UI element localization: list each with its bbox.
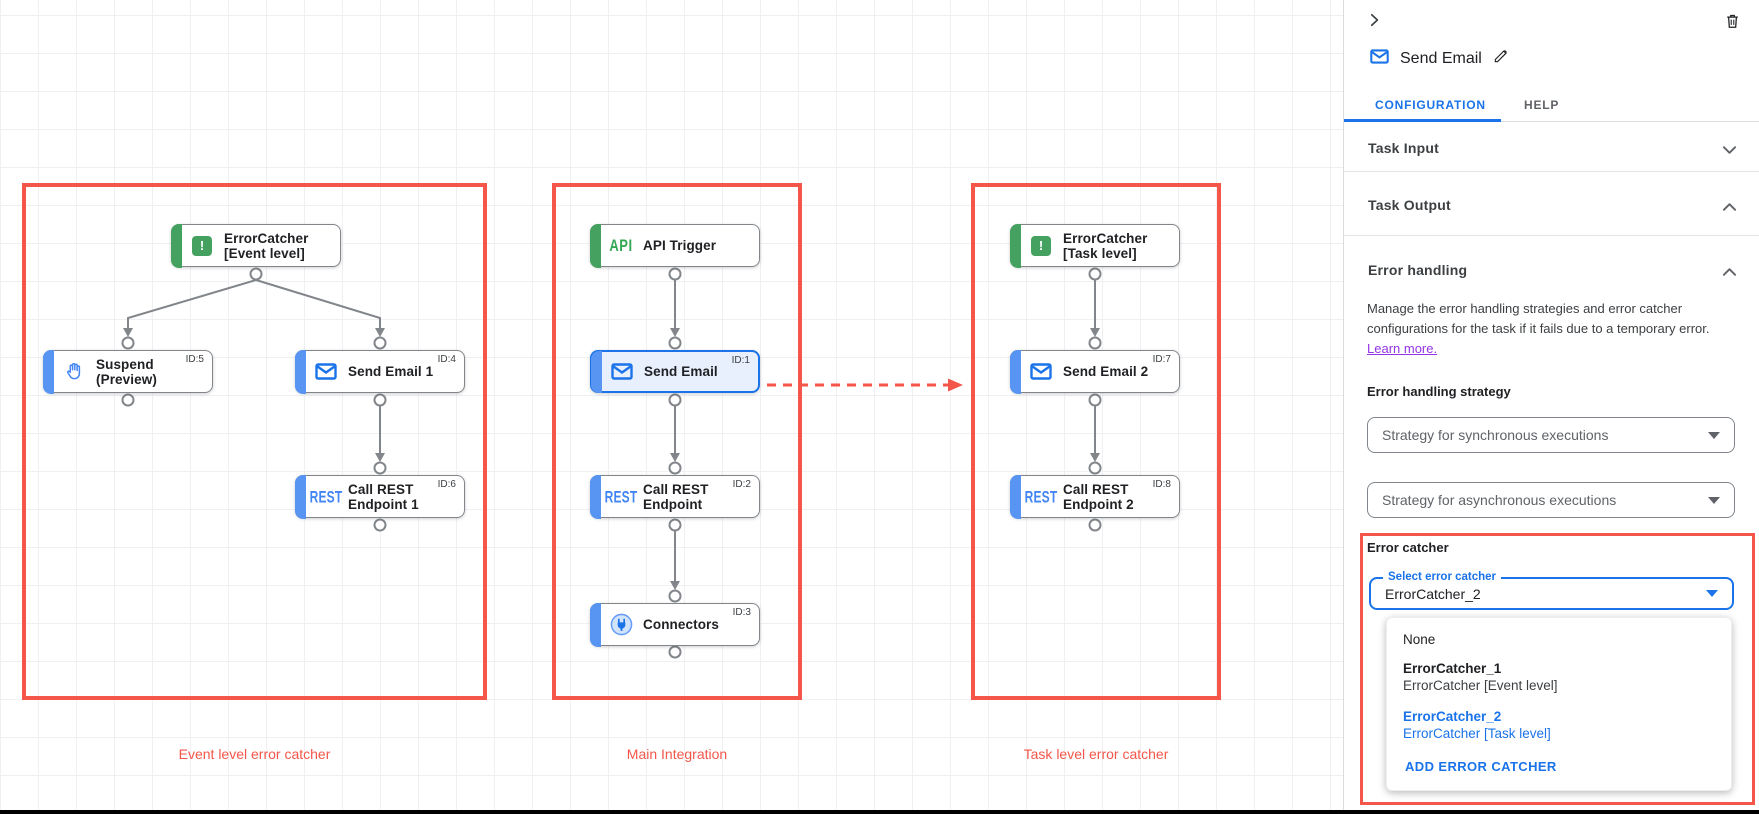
chevron-up-icon[interactable] [1722, 264, 1737, 282]
node-connectors[interactable]: Connectors ID:3 [589, 602, 760, 647]
async-strategy-value: Strategy for asynchronous executions [1382, 492, 1617, 508]
node-title: Suspend (Preview) [96, 356, 157, 387]
group-box-task-level [971, 183, 1221, 700]
dropdown-caret-icon [1708, 431, 1720, 439]
node-title: ErrorCatcher [Event level] [224, 230, 309, 261]
error-handling-description: Manage the error handling strategies and… [1367, 301, 1710, 356]
node-call-rest-endpoint-2[interactable]: REST Call REST Endpoint 2 ID:8 [1009, 474, 1180, 519]
email-icon [1370, 48, 1389, 69]
panel-tabs: CONFIGURATION HELP [1344, 88, 1759, 122]
select-error-catcher-floating-label: Select error catcher [1383, 571, 1502, 583]
section-task-input[interactable]: Task Input [1344, 122, 1759, 172]
select-error-catcher-value: ErrorCatcher_2 [1385, 585, 1481, 602]
sync-strategy-dropdown[interactable]: Strategy for synchronous executions [1367, 417, 1735, 453]
node-accent-bar [589, 474, 601, 519]
edit-pencil-icon[interactable] [1493, 48, 1509, 69]
connectors-icon [604, 613, 638, 636]
node-title: Call REST Endpoint 2 [1063, 481, 1134, 512]
sync-strategy-value: Strategy for synchronous executions [1382, 427, 1609, 443]
email-icon [309, 363, 343, 380]
add-error-catcher-button[interactable]: ADD ERROR CATCHER [1405, 759, 1557, 774]
bottom-border-bar [0, 810, 1759, 814]
task-config-panel: Send Email CONFIGURATION HELP Task Input… [1343, 0, 1759, 814]
rest-icon: REST [604, 487, 638, 506]
node-accent-bar [590, 350, 602, 393]
error-catcher-icon: ! [185, 235, 219, 256]
error-catcher-label: Error catcher [1367, 540, 1449, 555]
node-accent-bar [294, 474, 306, 519]
node-id: ID:3 [732, 607, 751, 618]
tab-configuration[interactable]: CONFIGURATION [1375, 98, 1486, 112]
async-strategy-dropdown[interactable]: Strategy for asynchronous executions [1367, 482, 1735, 518]
group-label-main-integration: Main Integration [626, 746, 728, 762]
node-accent-bar [1009, 474, 1021, 519]
node-call-rest-endpoint-1[interactable]: REST Call REST Endpoint 1 ID:6 [294, 474, 465, 519]
node-send-email-1[interactable]: Send Email 1 ID:4 [294, 349, 465, 394]
node-error-catcher-event[interactable]: ! ErrorCatcher [Event level] [170, 223, 341, 268]
node-title: Send Email 1 [348, 364, 434, 379]
group-label-event-level: Event level error catcher [178, 746, 331, 762]
node-title: API Trigger [643, 238, 717, 253]
chevron-down-icon[interactable] [1722, 142, 1737, 160]
rest-icon: REST [1024, 487, 1058, 506]
dashed-arrow-head [948, 378, 963, 392]
node-id: ID:5 [185, 354, 204, 365]
node-send-email[interactable]: Send Email ID:1 [590, 350, 760, 393]
section-task-output[interactable]: Task Output [1344, 172, 1759, 236]
tab-help[interactable]: HELP [1524, 98, 1560, 112]
node-accent-bar [589, 223, 601, 268]
delete-task-icon[interactable] [1724, 12, 1741, 35]
section-title: Task Output [1368, 197, 1451, 213]
section-title: Error handling [1368, 262, 1468, 278]
node-api-trigger[interactable]: API API Trigger [589, 223, 760, 268]
chevron-up-icon[interactable] [1722, 199, 1737, 217]
group-label-task-level: Task level error catcher [1023, 746, 1169, 762]
node-title: Send Email 2 [1063, 364, 1149, 379]
group-box-event-level [22, 183, 487, 700]
menu-item-error-catcher-1[interactable]: ErrorCatcher_1 ErrorCatcher [Event level… [1403, 661, 1558, 693]
node-error-catcher-task[interactable]: ! ErrorCatcher [Task level] [1009, 223, 1180, 268]
node-title: Call REST Endpoint [643, 481, 709, 512]
panel-title: Send Email [1400, 49, 1482, 67]
error-catcher-icon: ! [1024, 235, 1058, 256]
hand-icon [57, 361, 91, 382]
node-title: Call REST Endpoint 1 [348, 481, 419, 512]
email-icon [1024, 363, 1058, 380]
node-id: ID:6 [437, 479, 456, 490]
node-accent-bar [170, 223, 182, 268]
node-accent-bar [294, 349, 306, 394]
integration-canvas[interactable]: Event level error catcher Main Integrati… [0, 0, 1343, 814]
error-catcher-menu: None ErrorCatcher_1 ErrorCatcher [Event … [1386, 617, 1732, 791]
node-suspend[interactable]: Suspend (Preview) ID:5 [42, 349, 213, 394]
error-handling-strategy-label: Error handling strategy [1367, 384, 1511, 399]
node-id: ID:2 [732, 479, 751, 490]
learn-more-link[interactable]: Learn more. [1367, 341, 1438, 356]
error-catcher-annotation-box [1360, 533, 1755, 805]
node-id: ID:4 [437, 354, 456, 365]
menu-item-error-catcher-2[interactable]: ErrorCatcher_2 ErrorCatcher [Task level] [1403, 709, 1551, 741]
node-accent-bar [1009, 223, 1021, 268]
node-accent-bar [589, 602, 601, 647]
dropdown-caret-icon [1708, 496, 1720, 504]
api-trigger-icon: API [609, 236, 633, 255]
collapse-panel-chevron-icon[interactable] [1365, 11, 1383, 34]
group-box-main-integration [552, 183, 802, 700]
node-id: ID:8 [1152, 479, 1171, 490]
node-send-email-2[interactable]: Send Email 2 ID:7 [1009, 349, 1180, 394]
rest-icon: REST [309, 487, 343, 506]
node-title: Send Email [644, 364, 718, 379]
select-error-catcher-field[interactable]: Select error catcher ErrorCatcher_2 [1369, 571, 1734, 610]
email-icon [605, 363, 639, 380]
node-title: ErrorCatcher [Task level] [1063, 230, 1148, 261]
dropdown-caret-icon [1706, 590, 1718, 597]
node-call-rest-endpoint[interactable]: REST Call REST Endpoint ID:2 [589, 474, 760, 519]
node-accent-bar [1009, 349, 1021, 394]
node-title: Connectors [643, 617, 720, 632]
section-title: Task Input [1368, 140, 1439, 156]
menu-item-none[interactable]: None [1403, 632, 1436, 647]
active-tab-underline [1344, 119, 1501, 122]
node-id: ID:7 [1152, 354, 1171, 365]
node-id: ID:1 [731, 355, 750, 366]
node-accent-bar [42, 349, 54, 394]
